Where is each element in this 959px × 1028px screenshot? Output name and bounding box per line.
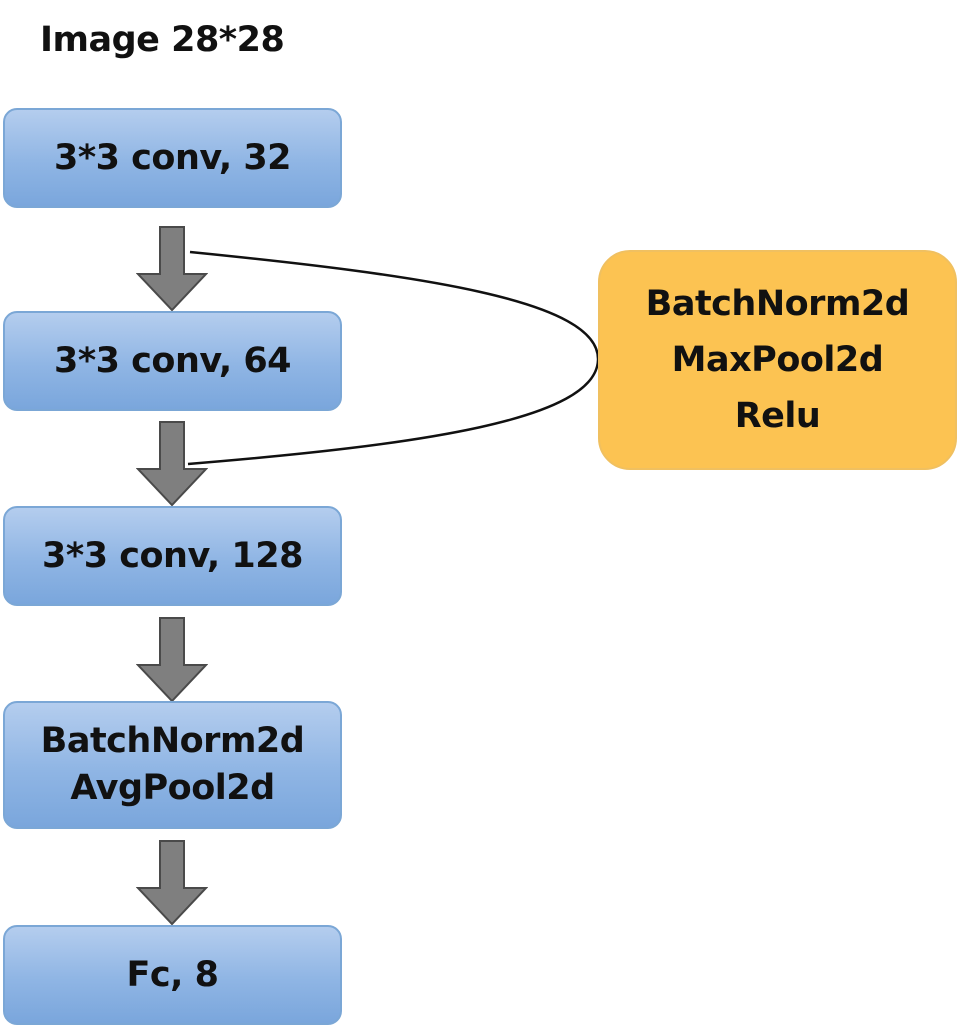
layer-conv-128: 3*3 conv, 128	[3, 506, 342, 606]
layer-fc-8: Fc, 8	[3, 925, 342, 1025]
down-arrow-icon	[136, 226, 208, 312]
down-arrow-icon	[136, 840, 208, 926]
layer-conv-32: 3*3 conv, 32	[3, 108, 342, 208]
layer-conv-64: 3*3 conv, 64	[3, 311, 342, 411]
side-block-batchnorm-maxpool-relu: BatchNorm2d MaxPool2d Relu	[598, 250, 957, 470]
down-arrow-icon	[136, 617, 208, 703]
down-arrow-icon	[136, 421, 208, 507]
diagram-title: Image 28*28	[40, 20, 285, 60]
layer-batchnorm-avgpool: BatchNorm2d AvgPool2d	[3, 701, 342, 829]
